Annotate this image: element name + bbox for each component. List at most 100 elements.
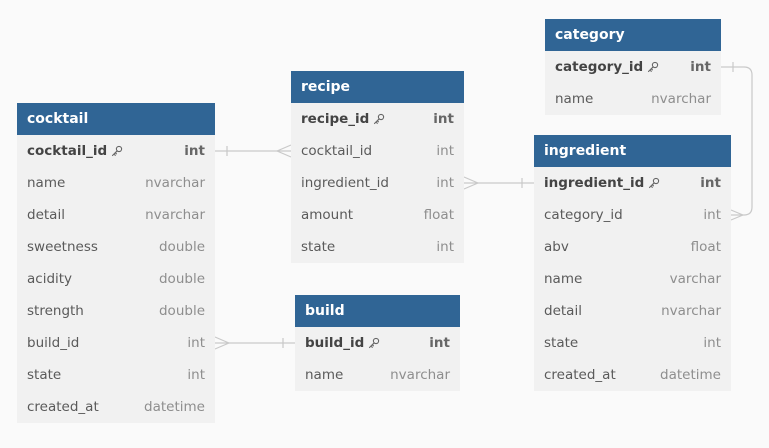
many-marker	[214, 336, 230, 350]
column-name-group: acidity	[27, 271, 72, 287]
column-name: created_at	[27, 399, 99, 415]
column-name: ingredient_id	[301, 175, 389, 191]
table-header[interactable]: recipe	[291, 71, 464, 103]
table-row[interactable]: build_id int	[295, 327, 460, 359]
key-icon	[647, 61, 659, 73]
table-row[interactable]: acidity double	[17, 263, 215, 295]
column-name: state	[301, 239, 336, 255]
column-type: nvarchar	[145, 175, 205, 191]
column-type: double	[158, 271, 205, 287]
table-row[interactable]: name varchar	[534, 263, 731, 295]
table-header[interactable]: ingredient	[534, 135, 731, 167]
column-type: nvarchar	[651, 91, 711, 107]
column-name: cocktail_id	[301, 143, 373, 159]
column-type: varchar	[669, 271, 721, 287]
key-icon	[111, 145, 123, 157]
table-row[interactable]: ingredient_id int	[291, 167, 464, 199]
table-row[interactable]: cocktail_id int	[291, 135, 464, 167]
table-header[interactable]: category	[545, 19, 721, 51]
column-name: category_id	[555, 59, 644, 75]
column-name-group: name	[27, 175, 65, 191]
column-name-group: cocktail_id	[301, 143, 372, 159]
column-name-group: category_id	[555, 59, 659, 75]
column-type: int	[429, 335, 450, 351]
column-type: int	[187, 335, 205, 351]
column-name-group: state	[544, 335, 578, 351]
column-name: abv	[544, 239, 569, 255]
column-name-group: sweetness	[27, 239, 98, 255]
column-name: name	[27, 175, 66, 191]
column-name: recipe_id	[301, 111, 370, 127]
column-name: detail	[544, 303, 582, 319]
many-marker	[463, 176, 479, 190]
column-name-group: name	[305, 367, 343, 383]
table-row[interactable]: amount float	[291, 199, 464, 231]
table-row[interactable]: name nvarchar	[17, 167, 215, 199]
table-row[interactable]: strength double	[17, 295, 215, 327]
table-row[interactable]: abv float	[534, 231, 731, 263]
column-type: float	[423, 207, 454, 223]
column-name-group: abv	[544, 239, 569, 255]
column-name: amount	[301, 207, 354, 223]
column-type: float	[690, 239, 721, 255]
column-name: name	[544, 271, 583, 287]
key-icon	[368, 337, 380, 349]
table-header[interactable]: build	[295, 295, 460, 327]
table-row[interactable]: sweetness double	[17, 231, 215, 263]
column-name-group: detail	[27, 207, 65, 223]
column-type: int	[436, 175, 454, 191]
column-type: int	[184, 143, 205, 159]
column-name: category_id	[544, 207, 623, 223]
column-name-group: name	[544, 271, 582, 287]
column-name: ingredient_id	[544, 175, 645, 191]
column-name-group: created_at	[27, 399, 99, 415]
column-type: int	[187, 367, 205, 383]
column-type: datetime	[660, 367, 721, 383]
column-name-group: strength	[27, 303, 84, 319]
table-row[interactable]: name nvarchar	[545, 83, 721, 115]
table-row[interactable]: category_id int	[534, 199, 731, 231]
column-type: int	[436, 239, 454, 255]
column-type: int	[703, 207, 721, 223]
table-header[interactable]: cocktail	[17, 103, 215, 135]
many-marker	[276, 144, 292, 158]
column-name-group: state	[301, 239, 335, 255]
column-name-group: recipe_id	[301, 111, 385, 127]
column-name: name	[305, 367, 344, 383]
column-name-group: ingredient_id	[301, 175, 389, 191]
column-name: name	[555, 91, 594, 107]
column-type: int	[436, 143, 454, 159]
table-row[interactable]: state int	[534, 327, 731, 359]
column-name: sweetness	[27, 239, 98, 255]
column-name-group: ingredient_id	[544, 175, 660, 191]
column-name: build_id	[305, 335, 365, 351]
column-type: double	[158, 239, 205, 255]
column-name: acidity	[27, 271, 73, 287]
column-name-group: name	[555, 91, 593, 107]
column-type: double	[158, 303, 205, 319]
column-name-group: build_id	[305, 335, 380, 351]
table-row[interactable]: state int	[291, 231, 464, 263]
column-type: int	[703, 335, 721, 351]
key-icon	[648, 177, 660, 189]
column-name: detail	[27, 207, 65, 223]
many-marker	[730, 209, 744, 221]
column-name: state	[544, 335, 579, 351]
